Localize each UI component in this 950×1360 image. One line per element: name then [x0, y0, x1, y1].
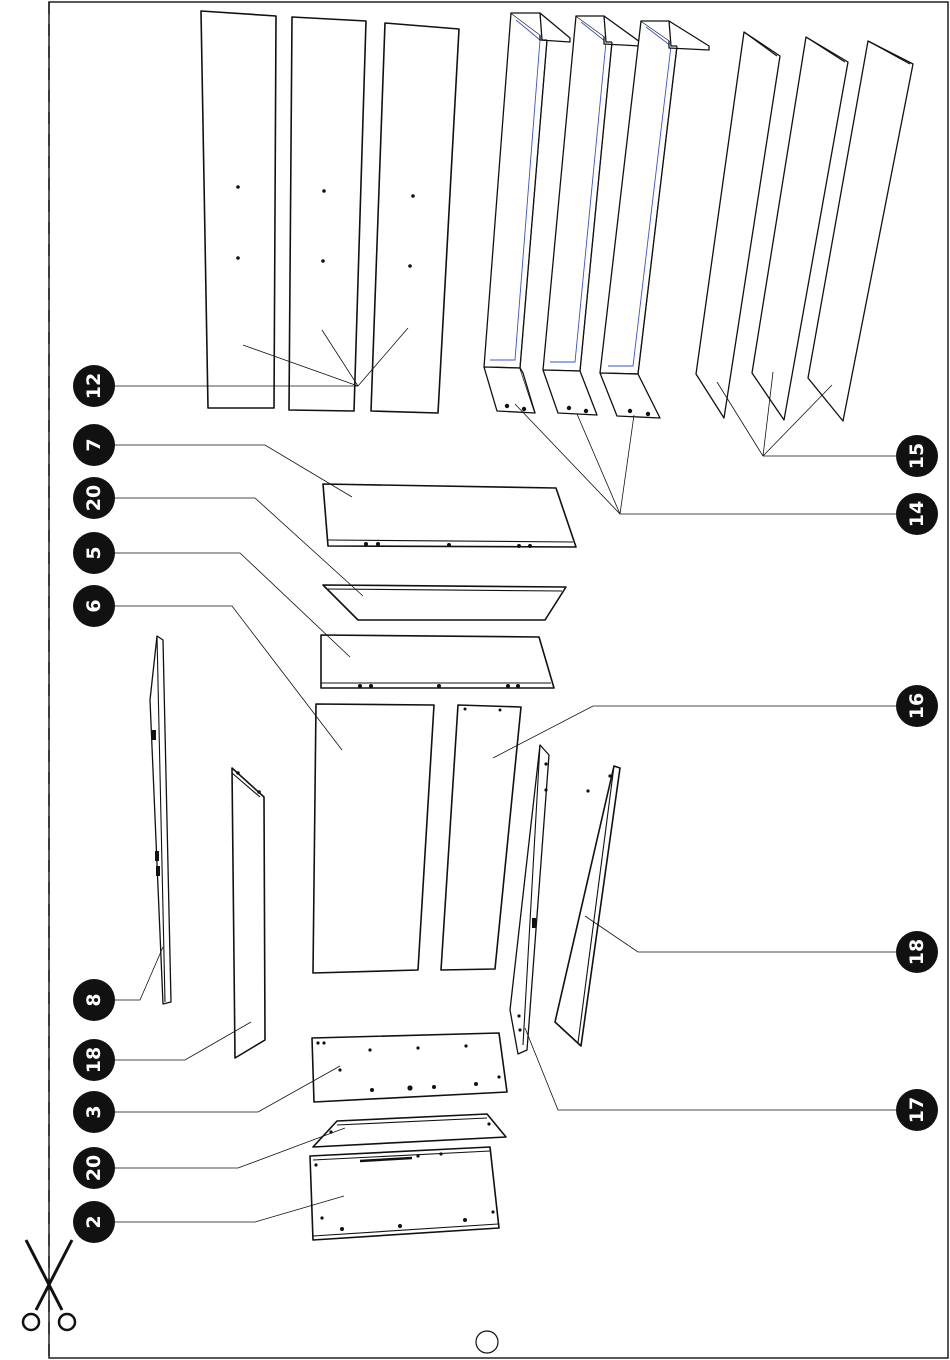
part-badge-7: 7 [73, 424, 115, 466]
drawer-box [600, 21, 709, 418]
svg-text:14: 14 [906, 501, 928, 527]
part-20-top-panel [323, 585, 566, 620]
part-8-side-board [150, 636, 171, 1004]
svg-text:16: 16 [906, 693, 928, 719]
svg-text:20: 20 [83, 1155, 105, 1181]
svg-text:18: 18 [83, 1047, 105, 1073]
part-18-left-board [232, 768, 265, 1058]
part-5-panel [321, 635, 554, 688]
svg-text:5: 5 [83, 546, 105, 559]
part-badge-18-left: 18 [73, 1039, 115, 1081]
part-badge-18-right: 18 [896, 931, 938, 973]
part-16-panel [441, 705, 521, 970]
svg-text:2: 2 [83, 1215, 105, 1228]
part-badge-5: 5 [73, 532, 115, 574]
svg-text:6: 6 [83, 599, 105, 612]
svg-text:3: 3 [83, 1105, 105, 1118]
part-15-panels [696, 32, 913, 421]
part-badge-20-top: 20 [73, 477, 115, 519]
part-badge-15: 15 [896, 435, 938, 477]
svg-text:20: 20 [83, 485, 105, 511]
circle-page-marker [476, 1331, 498, 1353]
part-badge-2: 2 [73, 1201, 115, 1243]
part-badge-14: 14 [896, 493, 938, 535]
part-badge-6: 6 [73, 585, 115, 627]
part-7-panel [323, 484, 576, 548]
svg-text:8: 8 [83, 993, 105, 1006]
part-badge-20-bottom: 20 [73, 1147, 115, 1189]
svg-text:12: 12 [83, 373, 105, 399]
part-badge-12: 12 [73, 365, 115, 407]
part-2-panel [310, 1147, 499, 1240]
part-17-side-board [510, 745, 549, 1054]
part-badge-8: 8 [73, 979, 115, 1021]
part-badge-3: 3 [73, 1091, 115, 1133]
part-12-panels [201, 11, 459, 413]
part-badge-17: 17 [896, 1089, 938, 1131]
part-badge-16: 16 [896, 685, 938, 727]
svg-text:18: 18 [906, 939, 928, 965]
part-6-panel [313, 704, 434, 973]
svg-text:15: 15 [906, 443, 928, 469]
part-3-panel [312, 1033, 507, 1102]
part-14-drawers [484, 13, 709, 418]
svg-text:17: 17 [906, 1097, 928, 1123]
part-20-bottom-panel [313, 1114, 506, 1147]
part-18-right-board [555, 766, 620, 1046]
svg-text:7: 7 [83, 438, 105, 451]
